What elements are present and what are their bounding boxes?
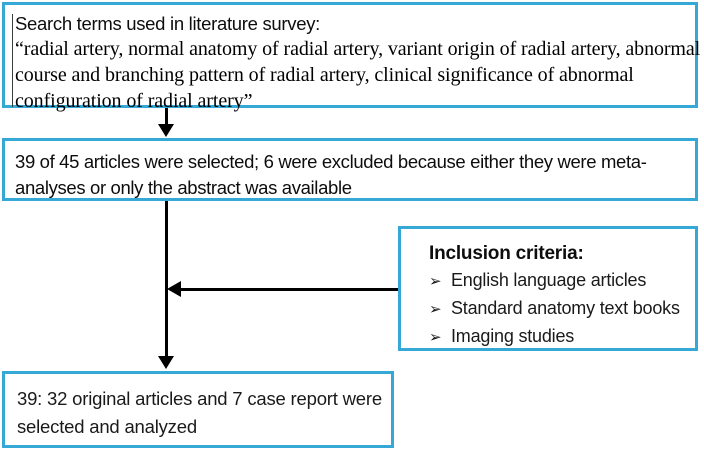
search-terms-box: Search terms used in literature survey: … [2,2,701,112]
inclusion-criteria-item: ➢ English language articles [429,267,689,295]
connector-stem-top [165,108,168,125]
inclusion-item-label: English language articles [451,270,647,290]
inclusion-criteria-item: ➢ Imaging studies [429,323,689,351]
inclusion-criteria-title: Inclusion criteria: [429,243,584,264]
connector-stem-horizontal [180,288,398,291]
arrow-left-icon [167,281,181,297]
arrow-down-icon [158,356,174,369]
inclusion-criteria-item: ➢ Standard anatomy text books [429,295,689,323]
connector-stem-middle [165,201,168,357]
search-terms-title: Search terms used in literature survey: [15,13,320,34]
inclusion-criteria-box: Inclusion criteria: ➢ English language a… [398,226,698,351]
articles-selected-line-2: analyses or only the abstract was availa… [15,177,352,198]
inclusion-item-label: Imaging studies [451,326,575,346]
search-terms-quote-line-1: “radial artery, normal anatomy of radial… [15,38,701,60]
analyzed-articles-line-1: 39: 32 original articles and 7 case repo… [17,388,382,409]
arrowhead-bullet-icon: ➢ [429,329,442,346]
search-terms-quote-line-2: course and branching pattern of radial a… [15,64,634,86]
analyzed-articles-line-2: selected and analyzed [17,416,197,437]
inner-frame-line [12,14,13,107]
arrow-down-icon [158,124,174,137]
arrowhead-bullet-icon: ➢ [429,301,442,318]
articles-selected-box: 39 of 45 articles were selected; 6 were … [2,138,698,201]
inclusion-item-label: Standard anatomy text books [451,298,680,318]
search-terms-quote-line-3: configuration of radial artery” [15,90,253,112]
analyzed-articles-box: 39: 32 original articles and 7 case repo… [2,371,394,448]
arrowhead-bullet-icon: ➢ [429,273,442,290]
articles-selected-line-1: 39 of 45 articles were selected; 6 were … [15,151,647,172]
